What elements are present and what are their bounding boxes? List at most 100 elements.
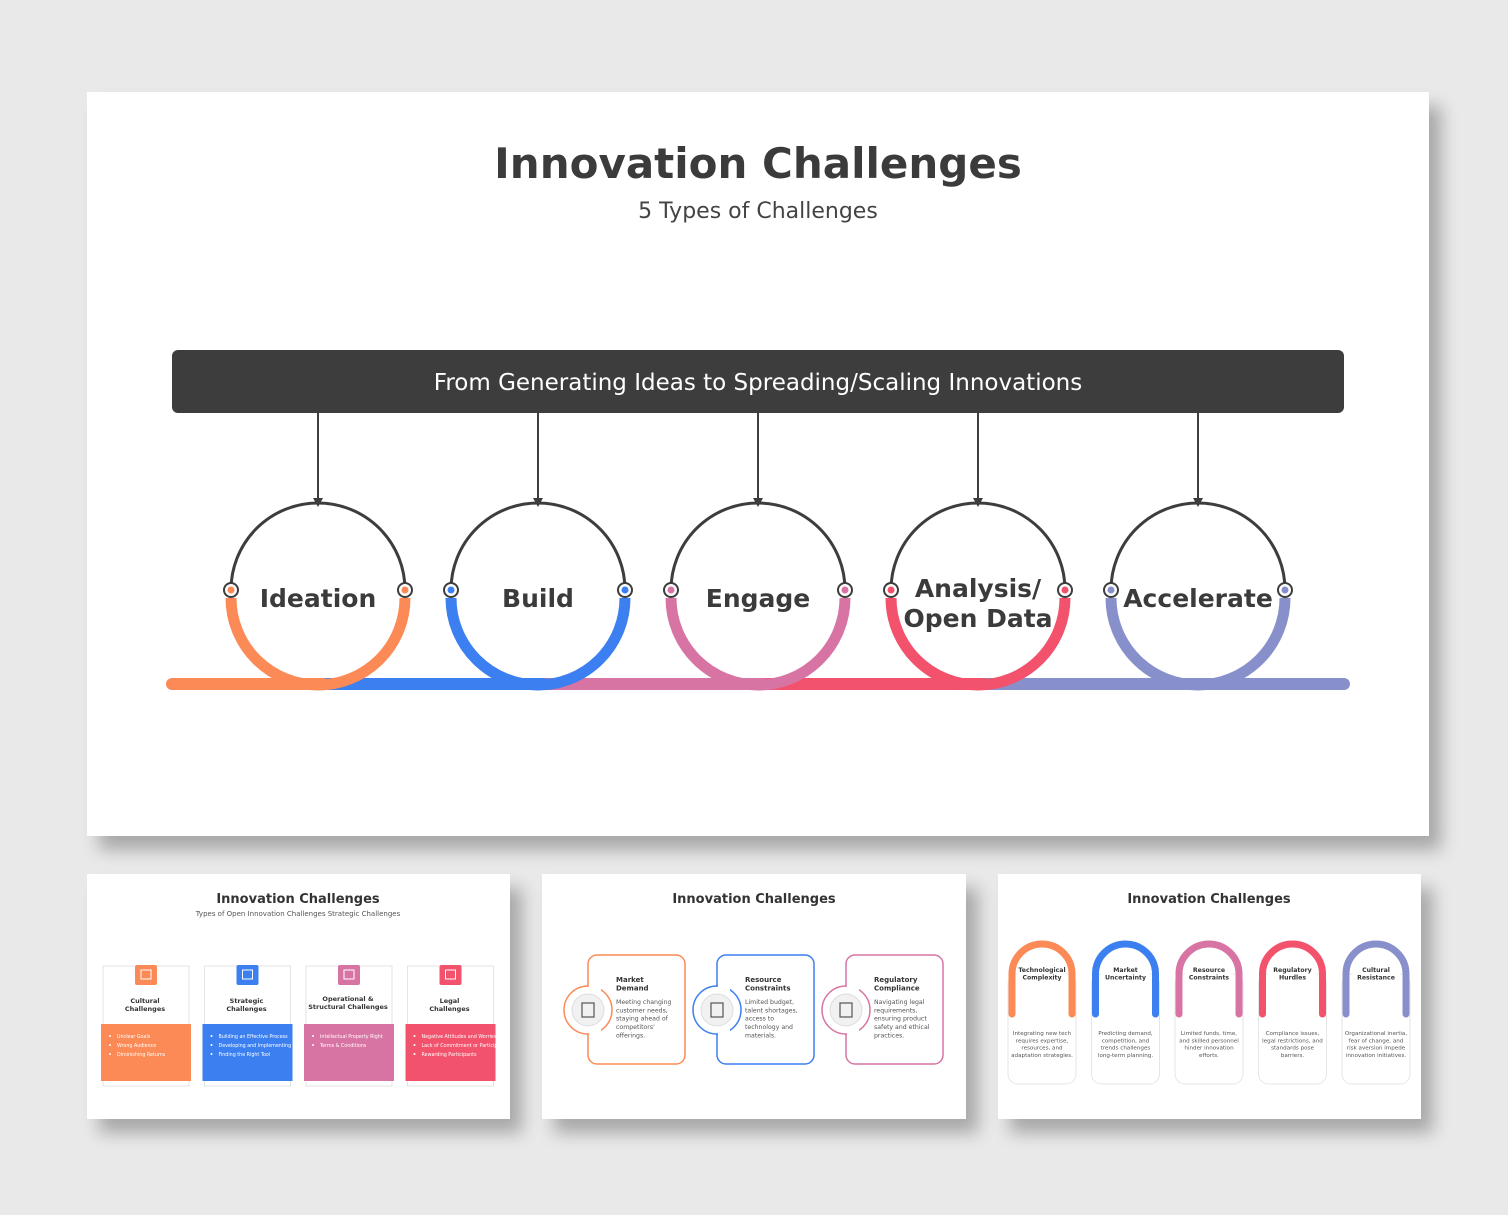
main-slide[interactable]: Innovation Challenges 5 Types of Challen… xyxy=(87,92,1429,836)
stage-label: Ideation xyxy=(260,584,377,613)
item-icon xyxy=(571,993,605,1027)
main-subtitle: 5 Types of Challenges xyxy=(638,199,878,224)
card-bullet: Terms & Conditions xyxy=(319,1043,367,1049)
stage-dot-fill xyxy=(841,586,849,594)
card-bullet: Developing and Implementing Ideas xyxy=(219,1043,306,1049)
stage-dot-fill xyxy=(621,586,629,594)
arch-inner xyxy=(1018,950,1066,998)
card-bullet: Unclear Goals xyxy=(117,1034,151,1040)
stage-arc-top xyxy=(229,501,407,591)
bullet-dot xyxy=(312,1035,314,1037)
arch-shape xyxy=(1092,940,1159,1018)
card-icon xyxy=(439,965,462,985)
arch-inner xyxy=(1185,950,1233,998)
card-bullet: Lack of Commitment or Participation xyxy=(422,1043,510,1049)
stage-arc-bottom xyxy=(225,597,411,691)
stage-dot-fill xyxy=(447,586,455,594)
card-bullet: Building an Effective Process xyxy=(219,1034,289,1040)
card-icon-glyph xyxy=(140,969,152,980)
bullet-dot xyxy=(210,1053,213,1055)
stage-arc-top xyxy=(1109,501,1287,591)
card-bullet: Intellectual Property Right xyxy=(320,1034,383,1040)
card-icon-glyph xyxy=(445,969,456,980)
stage-dot-fill xyxy=(887,586,895,594)
arch-shape xyxy=(1175,940,1243,1018)
stage-arc-top xyxy=(449,501,627,591)
stage-label: Build xyxy=(502,584,574,613)
thumb1-diagram: Innovation Challenges Types of Open Inno… xyxy=(101,892,510,1087)
item-body: Limited budget,talent shortages,access t… xyxy=(745,999,798,1039)
card-bullet: Finding the Right Tool xyxy=(219,1052,271,1058)
card-bullet: Diminishing Returns xyxy=(117,1052,166,1058)
item-icon-glyph xyxy=(581,1002,595,1018)
challenge-card[interactable]: Operational &Structural ChallengesIntell… xyxy=(304,965,394,1087)
bullet-dot xyxy=(210,1035,213,1037)
card-title: Operational &Structural Challenges xyxy=(308,995,388,1011)
stage-label: Accelerate xyxy=(1123,584,1273,613)
bullet-dot xyxy=(109,1035,111,1037)
bullet-dot xyxy=(413,1035,416,1037)
thumb1-subtitle: Types of Open Innovation Challenges Stra… xyxy=(195,910,401,918)
card-bullet: Wrong Audience xyxy=(117,1043,156,1049)
card-body xyxy=(101,1024,191,1081)
stage-arc-top xyxy=(889,501,1067,591)
thumb1-title: Innovation Challenges xyxy=(216,892,380,907)
bullet-dot xyxy=(413,1044,416,1046)
thumbnail-slide-cards[interactable]: Innovation Challenges Types of Open Inno… xyxy=(87,874,510,1119)
stage-node[interactable]: Build xyxy=(443,413,633,691)
main-title: Innovation Challenges xyxy=(494,139,1022,188)
arch-shape xyxy=(1008,940,1076,1018)
stage-node[interactable]: Accelerate xyxy=(1103,413,1293,691)
stage-dot-fill xyxy=(401,586,409,594)
arch-inner xyxy=(1268,950,1317,998)
bullet-dot xyxy=(109,1053,111,1055)
arch-shape xyxy=(1342,940,1410,1018)
stage-node[interactable]: Ideation xyxy=(223,413,413,691)
stage-node[interactable]: Engage xyxy=(663,413,853,691)
stage-dot-fill xyxy=(1281,586,1289,594)
thumb3-title: Innovation Challenges xyxy=(1127,892,1291,907)
main-diagram: Innovation Challenges 5 Types of Challen… xyxy=(166,139,1350,691)
bullet-dot xyxy=(312,1044,314,1046)
item-icon-glyph xyxy=(839,1002,853,1018)
card-body xyxy=(304,1024,394,1081)
banner-bar xyxy=(172,350,1344,413)
card-icon xyxy=(236,965,259,985)
stage-arc-bottom xyxy=(665,597,851,691)
banner-text: From Generating Ideas to Spreading/Scali… xyxy=(434,370,1082,396)
arch-body: Organizational inertia,fear of change, a… xyxy=(1345,1031,1408,1059)
arch-inner xyxy=(1101,950,1150,998)
arch-body: Limited funds, time,and skilled personne… xyxy=(1179,1031,1239,1059)
card-body xyxy=(202,1024,293,1081)
card-icon xyxy=(338,965,360,985)
thumb2-title: Innovation Challenges xyxy=(672,892,836,907)
stage-arc-bottom xyxy=(445,597,631,691)
stage-node[interactable]: Analysis/Open Data xyxy=(883,413,1073,691)
stage-dot-fill xyxy=(1061,586,1069,594)
